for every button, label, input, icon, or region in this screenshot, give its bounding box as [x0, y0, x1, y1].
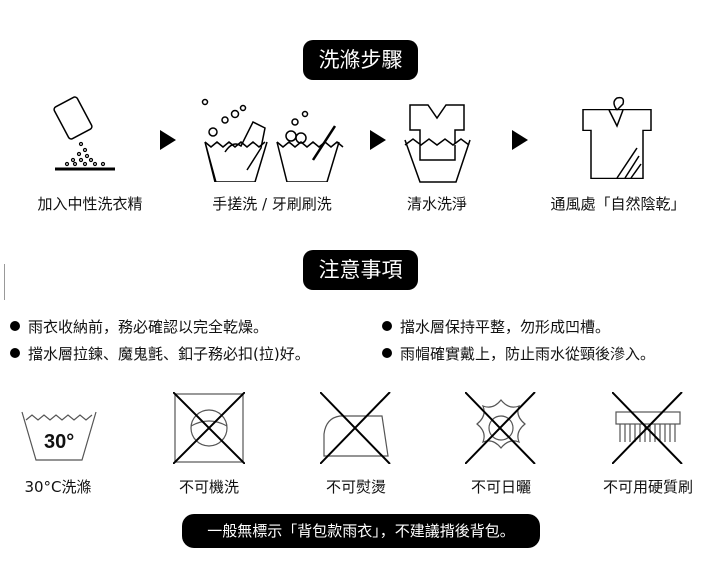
bullet-icon [382, 321, 392, 331]
no-iron-icon [320, 392, 391, 464]
hanging-shirt-dry-icon [582, 96, 652, 180]
no-machine-wash-icon [173, 392, 245, 464]
care-label: 不可用硬質刷 [602, 478, 694, 496]
footer-note: 一般無標示「背包款雨衣」，不建議揹後背包。 [182, 514, 540, 548]
bullet-icon [10, 348, 20, 358]
wash-30-icon: 30° [21, 411, 97, 461]
arrow-icon [160, 130, 176, 150]
svg-text:30°: 30° [44, 431, 74, 453]
notes-title: 注意事項 [303, 250, 418, 290]
note-item: 擋水層拉鍊、魔鬼氈、釦子務必扣(拉)好。 [10, 343, 310, 364]
no-sun-dry-icon [465, 392, 536, 464]
care-label: 不可日曬 [470, 478, 532, 496]
step-label: 手搓洗 / 牙刷刷洗 [212, 195, 332, 213]
note-item: 擋水層保持平整，勿形成凹槽。 [382, 316, 610, 337]
wash-steps-title: 洗滌步驟 [303, 40, 418, 80]
step-label: 加入中性洗衣精 [37, 195, 143, 213]
arrow-icon [370, 130, 386, 150]
hand-and-brush-wash-icon [201, 98, 344, 182]
bullet-icon [382, 348, 392, 358]
rinse-shirt-icon [404, 104, 471, 183]
step-label: 通風處「自然陰乾」 [550, 195, 686, 213]
note-item: 雨帽確實戴上，防止雨水從頸後滲入。 [382, 343, 655, 364]
step-label: 清水洗淨 [406, 195, 468, 213]
care-label: 30°C洗滌 [24, 478, 92, 496]
detergent-pouring-icon [53, 96, 115, 171]
no-hard-brush-icon [612, 392, 683, 464]
note-item: 雨衣收納前，務必確認以完全乾燥。 [10, 316, 268, 337]
care-label: 不可機洗 [178, 478, 240, 496]
note-text: 擋水層保持平整，勿形成凹槽。 [400, 318, 611, 336]
arrow-icon [512, 130, 528, 150]
note-text: 雨帽確實戴上，防止雨水從頸後滲入。 [400, 345, 656, 363]
care-label: 不可熨燙 [325, 478, 387, 496]
note-text: 擋水層拉鍊、魔鬼氈、釦子務必扣(拉)好。 [28, 345, 310, 363]
bullet-icon [10, 321, 20, 331]
note-text: 雨衣收納前，務必確認以完全乾燥。 [28, 318, 269, 336]
edge-line [4, 264, 5, 300]
